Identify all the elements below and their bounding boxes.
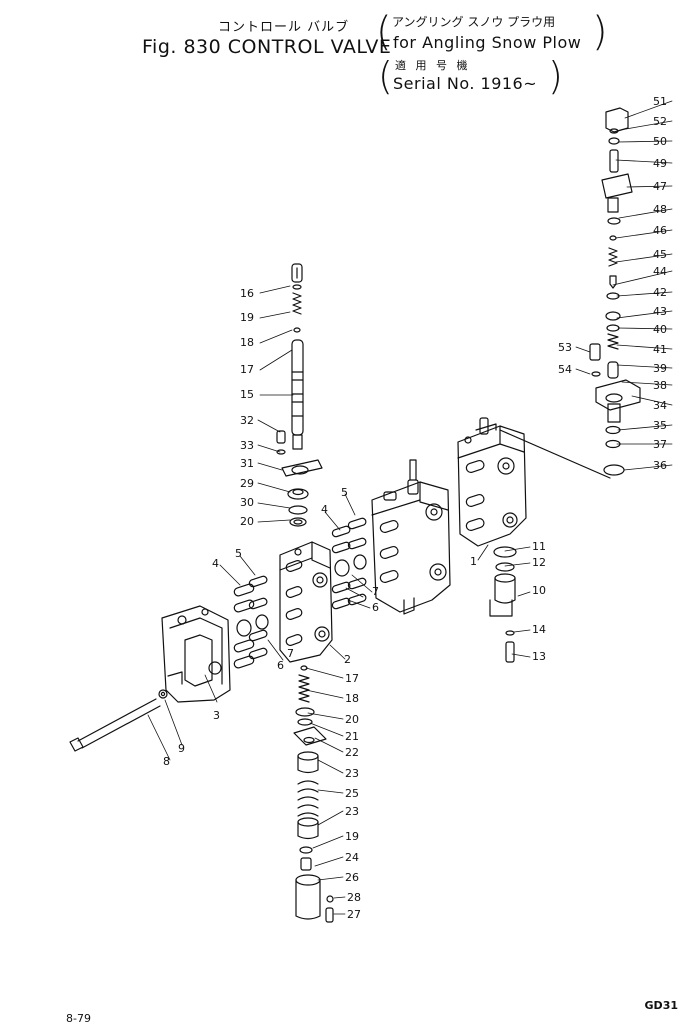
valve-section-2 — [279, 541, 333, 663]
valve-section-1 — [457, 417, 611, 547]
callout-21: 21 — [345, 730, 359, 743]
callout-52: 52 — [653, 115, 667, 128]
valve-body-middle — [371, 459, 451, 615]
application-japanese: アングリング スノウ プラウ用 — [392, 15, 556, 29]
left-paren-lower: ( — [378, 54, 393, 98]
callout-5b: 5 — [341, 486, 348, 499]
serial-number: Serial No. 1916~ — [393, 74, 538, 93]
callout-11: 11 — [532, 540, 546, 553]
right-paren-upper: ) — [592, 9, 608, 55]
right-lower-parts — [489, 546, 517, 663]
lower-spool-assembly — [293, 665, 334, 923]
callout-50: 50 — [653, 135, 667, 148]
callout-53: 53 — [558, 341, 572, 354]
callout-47: 47 — [653, 180, 667, 193]
callout-38: 38 — [653, 379, 667, 392]
callout-15: 15 — [240, 388, 254, 401]
callout-13: 13 — [532, 650, 546, 663]
callout-6a: 6 — [277, 659, 284, 672]
figure-title: Fig. 830 CONTROL VALVE — [142, 36, 392, 58]
callout-32: 32 — [240, 414, 254, 427]
callout-30: 30 — [240, 496, 254, 509]
page-number: 8-79 — [66, 1012, 91, 1025]
callout-49: 49 — [653, 157, 667, 170]
left-paren-upper: ( — [376, 9, 392, 55]
callout-23b: 23 — [345, 805, 359, 818]
leader-lines — [147, 100, 673, 915]
callout-44: 44 — [653, 265, 667, 278]
callout-17b: 17 — [345, 672, 359, 685]
callout-31: 31 — [240, 457, 254, 470]
o-rings-middle — [331, 517, 367, 610]
serial-japanese: 適 用 号 機 — [395, 59, 471, 72]
o-rings-left — [233, 575, 269, 669]
callout-43: 43 — [653, 305, 667, 318]
callout-26: 26 — [345, 871, 359, 884]
callout-54: 54 — [558, 363, 572, 376]
callout-3: 3 — [213, 709, 220, 722]
callout-24: 24 — [345, 851, 359, 864]
callout-39: 39 — [653, 362, 667, 375]
callout-22: 22 — [345, 746, 359, 759]
callout-4a: 4 — [212, 557, 219, 570]
callout-37: 37 — [653, 438, 667, 451]
callout-9: 9 — [178, 742, 185, 755]
callout-34: 34 — [653, 399, 667, 412]
callout-6b: 6 — [372, 601, 379, 614]
relief-valve-stack — [589, 107, 641, 476]
end-cover-3 — [161, 605, 231, 703]
callout-20b: 20 — [345, 713, 359, 726]
callout-35: 35 — [653, 419, 667, 432]
callout-41: 41 — [653, 343, 667, 356]
callout-29: 29 — [240, 477, 254, 490]
application-text: for Angling Snow Plow — [393, 33, 582, 52]
callout-7b: 7 — [372, 585, 379, 598]
upper-spool-assembly — [276, 263, 323, 527]
callout-18b: 18 — [345, 692, 359, 705]
callout-10: 10 — [532, 584, 546, 597]
callout-1: 1 — [470, 555, 477, 568]
callout-2: 2 — [344, 653, 351, 666]
callout-40: 40 — [653, 323, 667, 336]
title-japanese: コントロール バルブ — [218, 20, 350, 35]
callout-48: 48 — [653, 203, 667, 216]
tie-bolt-8 — [69, 689, 168, 752]
callout-17a: 17 — [240, 363, 254, 376]
callout-20a: 20 — [240, 515, 254, 528]
callout-12: 12 — [532, 556, 546, 569]
callout-46: 46 — [653, 224, 667, 237]
callout-19b: 19 — [345, 830, 359, 843]
callout-7a: 7 — [287, 647, 294, 660]
callout-27: 27 — [347, 908, 361, 921]
callout-5a: 5 — [235, 547, 242, 560]
callout-42: 42 — [653, 286, 667, 299]
callout-8: 8 — [163, 755, 170, 768]
callout-45: 45 — [653, 248, 667, 261]
callout-14: 14 — [532, 623, 546, 636]
callout-33: 33 — [240, 439, 254, 452]
callout-19a: 19 — [240, 311, 254, 324]
callout-28: 28 — [347, 891, 361, 904]
callout-4b: 4 — [321, 503, 328, 516]
callout-51: 51 — [653, 95, 667, 108]
callout-23a: 23 — [345, 767, 359, 780]
callout-25: 25 — [345, 787, 359, 800]
callout-16: 16 — [240, 287, 254, 300]
diagram-code: GD31 — [644, 999, 678, 1012]
callout-36: 36 — [653, 459, 667, 472]
callout-18a: 18 — [240, 336, 254, 349]
right-paren-lower: ) — [548, 54, 563, 98]
